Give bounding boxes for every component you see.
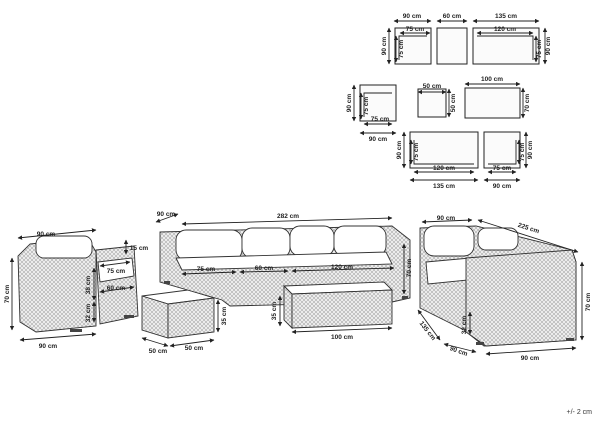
- dim-label: 135 cm: [495, 13, 517, 20]
- dim-label: 90 cm: [37, 231, 56, 238]
- dim-label: 60 cm: [255, 265, 274, 272]
- sofa-back-cushion: [175, 229, 243, 261]
- dim-label: 32 cm: [85, 304, 92, 323]
- dim-label: 90 cm: [449, 345, 469, 358]
- ottoman-module-outline: [417, 88, 447, 118]
- dim-label: 75 cm: [536, 40, 543, 59]
- middle-module-outline: [436, 27, 468, 65]
- dim-label: 15 cm: [130, 245, 149, 252]
- dim-label: 50 cm: [450, 94, 457, 113]
- dim-label: 282 cm: [277, 213, 299, 220]
- dim-label: 50 cm: [149, 348, 168, 355]
- dim-label: 90 cm: [39, 343, 58, 350]
- dim-label: 75 cm: [197, 266, 216, 273]
- dim-label: 70 cm: [585, 293, 592, 312]
- dim-label: 90 cm: [521, 355, 540, 362]
- sofa-back-cushion: [333, 225, 387, 257]
- dim-label: 135 cm: [433, 183, 455, 190]
- dim-label: 90 cm: [396, 141, 403, 160]
- dim-label: 90 cm: [403, 13, 422, 20]
- dim-label: 75 cm: [413, 143, 420, 162]
- dim-label: 120 cm: [494, 26, 516, 33]
- dim-label: 35 cm: [221, 307, 228, 326]
- corner-sofa-illustration: 90 cm 225 cm 70 cm 135 cm 90 cm 32 cm 90…: [417, 215, 592, 362]
- dim-label: 70 cm: [406, 259, 413, 278]
- dim-label: 75 cm: [371, 116, 390, 123]
- dim-label: 120 cm: [331, 264, 353, 271]
- schematic-row-3: 90 cm 75 cm 120 cm 135 cm 75 cm 90 cm 75…: [396, 131, 534, 190]
- dim-label: 75 cm: [107, 268, 126, 275]
- armchair-back-cushion: [35, 235, 93, 259]
- dim-label: 75 cm: [363, 97, 370, 116]
- corner-seat-cushion: [425, 257, 471, 285]
- dim-label: 50 cm: [185, 345, 204, 352]
- dim-label: 120 cm: [433, 165, 455, 172]
- table-side-left: [283, 284, 293, 330]
- seat-outline: [398, 35, 427, 60]
- dim-label: 90 cm: [527, 141, 534, 160]
- corner-front-arm: [465, 249, 577, 347]
- dim-label: 60 cm: [443, 13, 462, 20]
- schematic-row-2: 90 cm 75 cm 75 cm 90 cm 50 cm 50 cm 100 …: [346, 76, 531, 143]
- schematic-row-1: 90 cm 60 cm 135 cm 75 cm 120 cm 90 cm 75…: [381, 13, 552, 65]
- sofa-back-cushion: [241, 227, 291, 259]
- corner-module-outline: [483, 131, 521, 169]
- dim-label: 38 cm: [85, 276, 92, 295]
- dim-label: 90 cm: [369, 136, 388, 143]
- dim-label: 75 cm: [406, 26, 425, 33]
- sofa-back-cushion: [289, 225, 335, 257]
- dim-label: 90 cm: [437, 215, 456, 222]
- dim-label: 32 cm: [461, 316, 468, 335]
- ottoman-side-right: [167, 297, 215, 339]
- dim-label: 50 cm: [423, 83, 442, 90]
- ottoman-illustration: 35 cm 50 cm 50 cm: [141, 289, 228, 355]
- corner-back-cushion: [423, 225, 475, 257]
- dim-label: 90 cm: [545, 37, 552, 56]
- dim-label: 100 cm: [331, 334, 353, 341]
- dim-label: 90 cm: [346, 94, 353, 113]
- table-module-outline: [464, 87, 521, 119]
- dim-label: 90 cm: [493, 183, 512, 190]
- dim-label: 75 cm: [519, 143, 526, 162]
- dim-label: 75 cm: [493, 165, 512, 172]
- dim-label: 35 cm: [271, 302, 278, 321]
- sofa-seat-cushions: [175, 251, 393, 271]
- coffee-table-illustration: 35 cm 100 cm: [271, 281, 394, 341]
- dim-label: 60 cm: [107, 285, 126, 292]
- double-module-outline: [409, 131, 479, 169]
- dim-label: 100 cm: [481, 76, 503, 83]
- dim-label: 70 cm: [4, 285, 11, 304]
- dim-label: 90 cm: [381, 37, 388, 56]
- dim-label: 90 cm: [157, 211, 176, 218]
- table-side-front: [291, 289, 393, 329]
- dim-label: 70 cm: [524, 94, 531, 113]
- tolerance-note: +/- 2 cm: [566, 409, 592, 416]
- dim-label: 75 cm: [398, 40, 405, 59]
- armchair-illustration: 90 cm 15 cm 75 cm 38 cm 60 cm 32 cm 70 c…: [4, 228, 149, 350]
